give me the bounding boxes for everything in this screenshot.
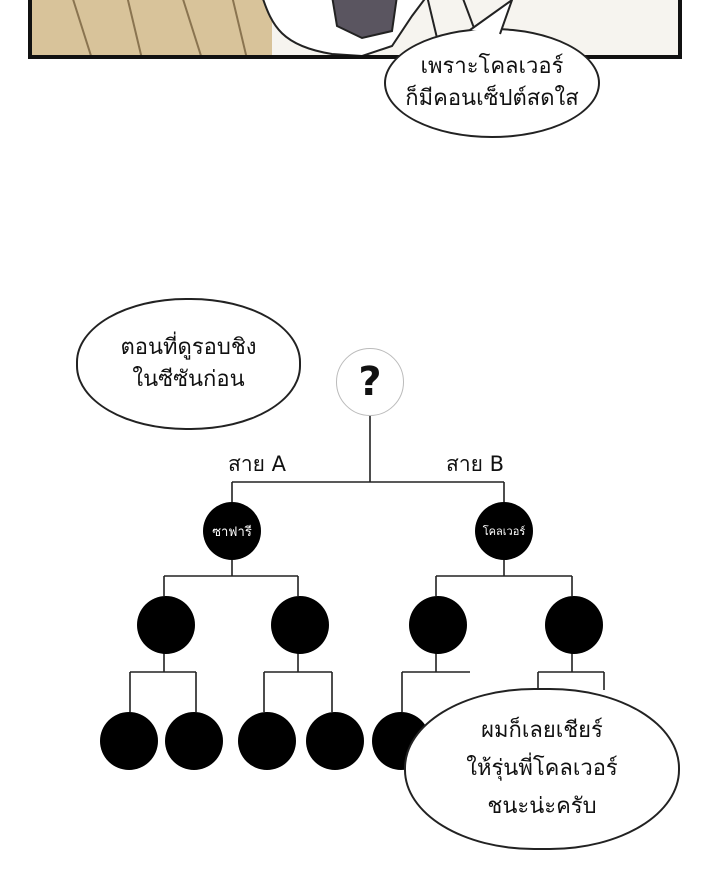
speech-text: ผมก็เลยเชียร์ ให้รุ่นพี่โคลเวอร์ ชนะน่ะค… bbox=[466, 718, 618, 819]
quarterfinal-node bbox=[238, 712, 296, 770]
quarterfinal-node bbox=[100, 712, 158, 770]
winner-unknown-node: ? bbox=[336, 348, 404, 416]
semifinal-node bbox=[137, 596, 195, 654]
speech-bubble-bottom: ผมก็เลยเชียร์ ให้รุ่นพี่โคลเวอร์ ชนะน่ะค… bbox=[404, 688, 680, 850]
quarterfinal-node bbox=[306, 712, 364, 770]
speech-text: เพราะโคลเวอร์ ก็มีคอนเซ็ปต์สดใส bbox=[405, 54, 579, 111]
comic-panel bbox=[28, 0, 682, 59]
panel-illustration bbox=[32, 0, 678, 55]
quarterfinal-node bbox=[165, 712, 223, 770]
semifinal-node bbox=[271, 596, 329, 654]
semifinal-node bbox=[409, 596, 467, 654]
finalist-safari-node: ซาฟารี bbox=[203, 502, 261, 560]
finalist-clover-node: โคลเวอร์ bbox=[475, 502, 533, 560]
branch-a-label: สาย A bbox=[228, 452, 286, 476]
speech-text: ตอนที่ดูรอบชิง ในซีซันก่อน bbox=[120, 335, 257, 392]
speech-bubble-left: ตอนที่ดูรอบชิง ในซีซันก่อน bbox=[76, 298, 301, 430]
speech-bubble-top: เพราะโคลเวอร์ ก็มีคอนเซ็ปต์สดใส bbox=[384, 28, 600, 138]
branch-b-label: สาย B bbox=[446, 452, 504, 476]
semifinal-node bbox=[545, 596, 603, 654]
